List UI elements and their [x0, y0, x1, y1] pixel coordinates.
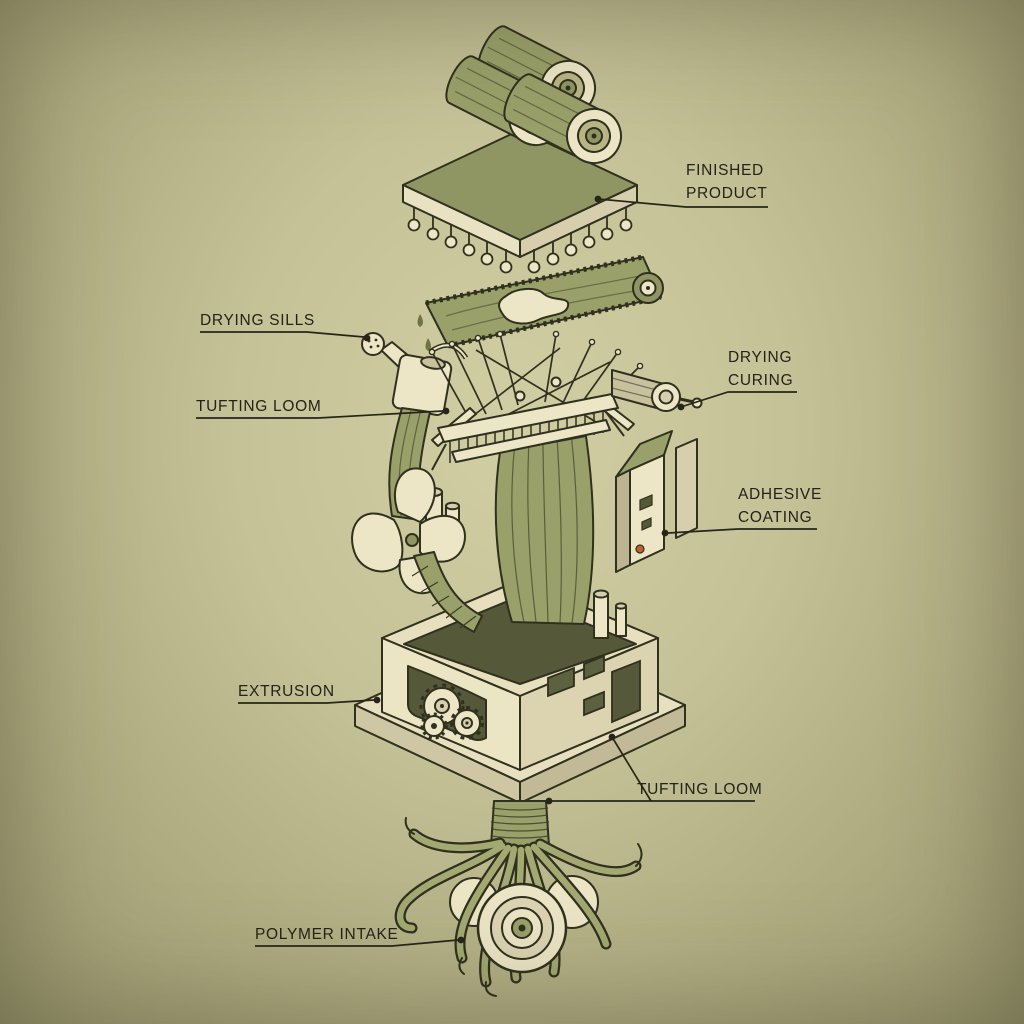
feed-tube: [411, 551, 483, 633]
door-opening: [611, 659, 641, 724]
adhesive-coating-panel: [615, 430, 698, 573]
watering-can: [361, 332, 469, 416]
flower-feeder: [351, 467, 466, 595]
label-polymer-intake: POLYMER INTAKE: [255, 926, 399, 943]
label-drying-curing: DRYING CURING: [728, 349, 794, 389]
leader-lines: [196, 195, 817, 947]
label-extrusion: EXTRUSION: [238, 683, 335, 700]
indicator-dot: [635, 544, 645, 554]
polymer-spool: [476, 882, 568, 974]
tufting-loom-mechanism: [428, 330, 703, 471]
hanging-tassels: [407, 207, 633, 274]
gears: [419, 683, 484, 740]
label-adhesive-coating: ADHESIVE COATING: [738, 486, 822, 526]
label-tufting-loom-lower: TUFTING LOOM: [637, 781, 763, 798]
tufted-carpet-sheet: [411, 254, 664, 361]
label-tufting-loom-upper: TUFTING LOOM: [196, 398, 322, 415]
housing-walls: [381, 637, 659, 771]
label-finished-product: FINISHED PRODUCT: [686, 162, 768, 202]
carpet-web-band: [494, 435, 595, 625]
label-drying-sills: DRYING SILLS: [200, 312, 315, 329]
finished-product-rolls: [402, 25, 638, 258]
